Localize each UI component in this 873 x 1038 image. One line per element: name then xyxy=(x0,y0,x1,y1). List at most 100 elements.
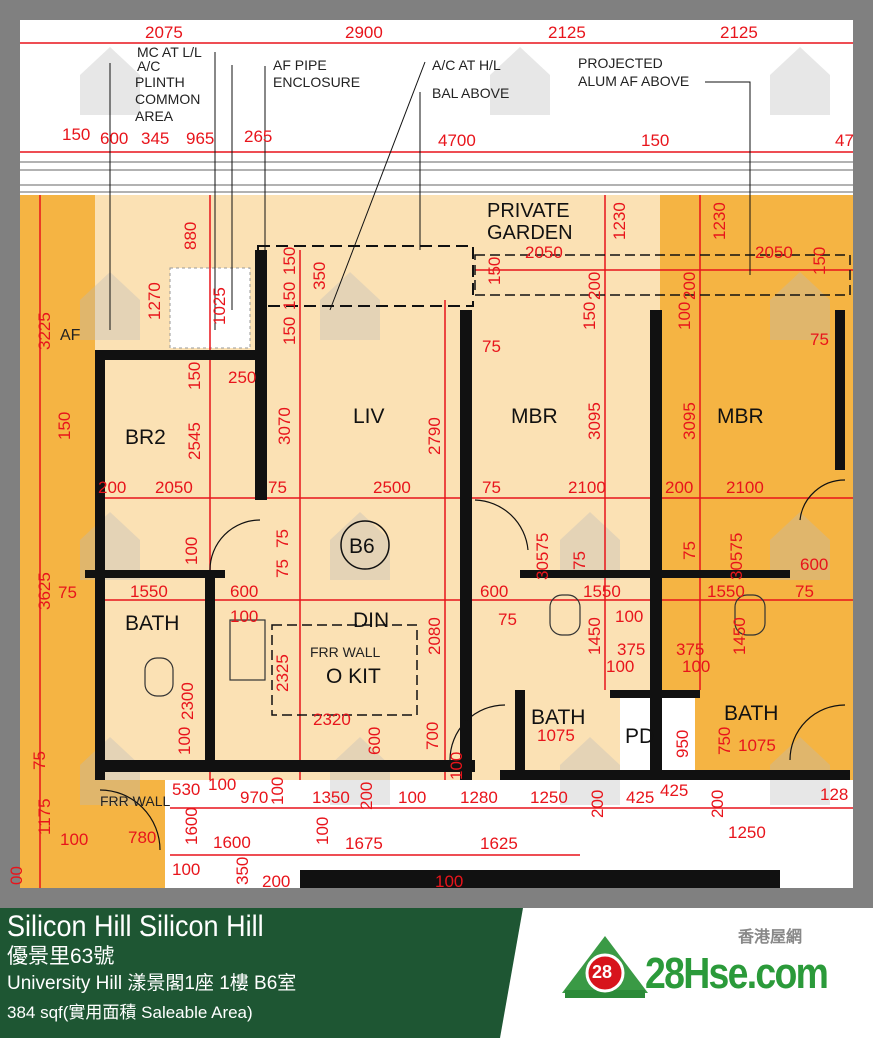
listing-area: 384 sqf(實用面積 Saleable Area) xyxy=(7,1003,253,1022)
dimension-label: 100 xyxy=(175,727,194,755)
dimension-label: 100 xyxy=(606,657,634,676)
dimension-label: 2325 xyxy=(273,654,292,692)
listing-address: 優景里63號 xyxy=(7,945,115,968)
dimension-label: 1350 xyxy=(312,788,350,807)
watermark-house-icon xyxy=(770,47,830,115)
dimension-label: 100 xyxy=(447,752,466,780)
dimension-label: 600 xyxy=(365,727,384,755)
dimension-label: 100 xyxy=(398,788,426,807)
room-label-br2: BR2 xyxy=(125,426,166,449)
room-label-mbr: MBR xyxy=(717,405,764,428)
footer: 28 Silicon Hill Silicon Hill 優景里63號 Univ… xyxy=(0,908,873,1038)
dimension-label: 100 xyxy=(313,817,332,845)
note-label: AF PIPE xyxy=(273,57,327,73)
floor-plan-drawing: 2075 2900 2125 2125 150 600 345 965 265 … xyxy=(7,23,854,891)
dimension-label: 1270 xyxy=(145,282,164,320)
dimension-label: 425 xyxy=(626,788,654,807)
dimension-label: 1675 xyxy=(345,834,383,853)
dimension-label: 150 xyxy=(55,412,74,440)
listing-unit: University Hill 漾景閣1座 1樓 B6室 xyxy=(7,973,297,994)
dimension-label: 2080 xyxy=(425,617,444,655)
dimension-label: 3070 xyxy=(275,407,294,445)
dimension-label: 75 xyxy=(810,330,829,349)
floor-plan: 2075 2900 2125 2125 150 600 345 965 265 … xyxy=(7,20,854,891)
note-label: A/C xyxy=(137,58,160,74)
dimension-label: 2320 xyxy=(313,710,351,729)
dimension-label: 150 xyxy=(280,282,299,310)
note-label: PLINTH xyxy=(135,74,185,90)
dimension-label: 1175 xyxy=(35,798,54,835)
dimension-label: 375 xyxy=(676,640,704,659)
dimension-label: 1450 xyxy=(585,617,604,655)
dimension-label: 3625 xyxy=(35,572,54,610)
dimension-label: 200 xyxy=(708,790,727,818)
dimension-label: 2050 xyxy=(155,478,193,497)
room-label-af: AF xyxy=(60,327,81,344)
dimension-label: 75 xyxy=(570,551,589,570)
unit-badge: B6 xyxy=(340,520,390,570)
dimension-label: 750 xyxy=(715,727,734,755)
dimension-label: 2050 xyxy=(525,243,563,262)
dimension-label: 600 xyxy=(800,555,828,574)
dimension-label: 2125 xyxy=(720,23,758,42)
dimension-label: 345 xyxy=(141,129,169,148)
dimension-label: 100 xyxy=(435,872,463,891)
dimension-label: 1230 xyxy=(710,202,729,240)
note-label: A/C AT H/L xyxy=(432,57,501,73)
private-garden-label: PRIVATE xyxy=(487,200,570,222)
dimension-label: 47 xyxy=(835,131,854,150)
watermark-house-icon xyxy=(330,512,390,580)
note-label: PROJECTED xyxy=(578,55,663,71)
note-label: BAL ABOVE xyxy=(432,85,509,101)
dimension-label: 350 xyxy=(233,857,252,885)
room-label-mbr: MBR xyxy=(511,405,558,428)
dimension-label: 75 xyxy=(273,559,292,578)
dimension-label: 1450 xyxy=(730,617,749,655)
dimension-label: 600 xyxy=(100,129,128,148)
note-label: MC AT L/L xyxy=(137,44,202,60)
dimension-label: 780 xyxy=(128,828,156,847)
brand-chinese: 香港屋網 xyxy=(738,929,803,946)
dimension-label: 2300 xyxy=(178,682,197,720)
dimension-label: 965 xyxy=(186,129,214,148)
room-label-pd: PD xyxy=(625,725,654,748)
dimension-label: 2100 xyxy=(726,478,764,497)
dimension-label: 150 xyxy=(485,257,504,285)
dimension-label: 100 xyxy=(230,607,258,626)
dimension-label: 100 xyxy=(60,830,88,849)
dimension-label: 150 xyxy=(280,247,299,275)
watermark-house-icon xyxy=(490,47,550,115)
dimension-label: 2545 xyxy=(185,422,204,460)
dimension-label: 150 xyxy=(280,317,299,345)
dimension-label: 1600 xyxy=(213,833,251,852)
dimension-label: 1230 xyxy=(610,202,629,240)
dimension-label: 3095 xyxy=(585,402,604,440)
dimension-label: 600 xyxy=(230,582,258,601)
dimension-label: 2075 xyxy=(145,23,183,42)
dimension-label: 2050 xyxy=(755,243,793,262)
dimension-label: 200 xyxy=(680,272,699,300)
logo-icon xyxy=(562,936,648,998)
unit-badge-label: B6 xyxy=(349,535,375,558)
room-label-open-kitchen: O KIT xyxy=(326,665,381,688)
dimension-label: 150 xyxy=(641,131,669,150)
dimension-label: 100 xyxy=(208,775,236,794)
dimension-label: 1280 xyxy=(460,788,498,807)
dimension-label: 3095 xyxy=(680,402,699,440)
watermark-house-icon xyxy=(770,272,830,340)
note-label: FRR WALL xyxy=(310,644,380,660)
dimension-label: 30575 xyxy=(727,533,746,580)
dimension-label: 1250 xyxy=(530,788,568,807)
dimension-label: 75 xyxy=(680,541,699,560)
watermark-house-icon xyxy=(770,512,830,580)
dimension-label: 3225 xyxy=(35,312,54,350)
dimension-label: 150 xyxy=(62,125,90,144)
dimension-label: 600 xyxy=(480,582,508,601)
room-label-din: DIN xyxy=(353,609,389,632)
dimension-label: 1075 xyxy=(537,726,575,745)
room-label-bath: BATH xyxy=(531,706,585,729)
dimension-label: 2900 xyxy=(345,23,383,42)
dimension-label: 2100 xyxy=(568,478,606,497)
room-label-bath: BATH xyxy=(724,702,778,725)
dimension-label: 2500 xyxy=(373,478,411,497)
